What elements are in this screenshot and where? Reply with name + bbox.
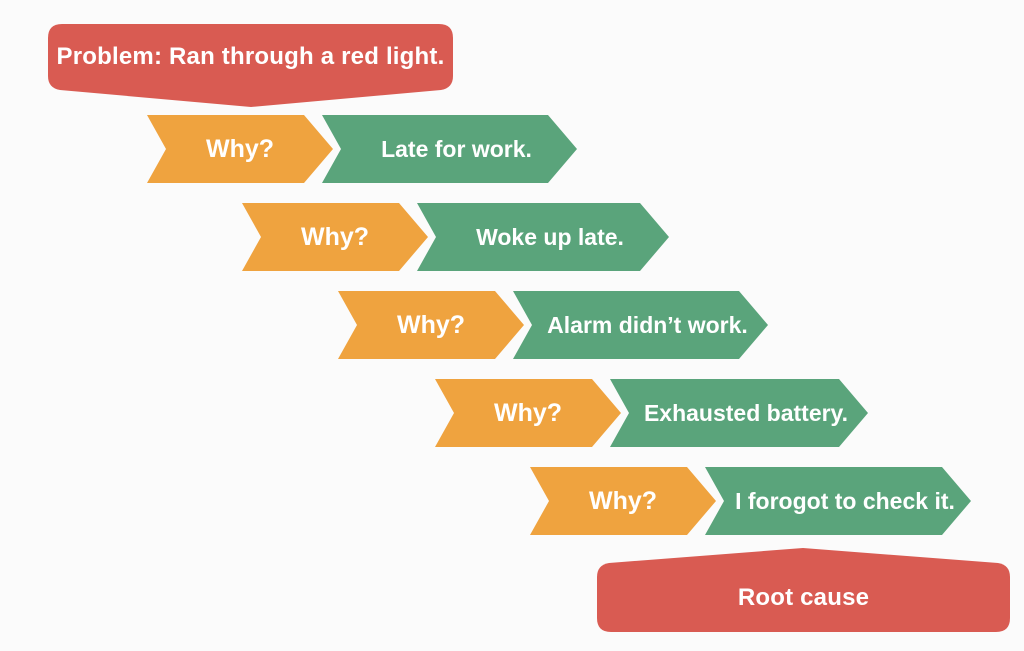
why-chevron: Why?: [147, 115, 333, 183]
answer-label: Alarm didn’t work.: [547, 311, 748, 338]
answer-chevron: Late for work.: [322, 115, 577, 183]
why-chevron: Why?: [530, 467, 716, 535]
why-label: Why?: [396, 310, 466, 339]
why-chevron: Why?: [242, 203, 428, 271]
why-chevron: Why?: [338, 291, 524, 359]
root-cause-banner-label: Root cause: [737, 583, 870, 611]
answer-label: Late for work.: [381, 135, 532, 162]
why-label: Why?: [493, 398, 563, 427]
why-label: Why?: [588, 486, 658, 515]
answer-chevron: Exhausted battery.: [610, 379, 868, 447]
root-cause-banner-shape: [597, 548, 1010, 632]
root-cause-banner: Root cause: [597, 548, 1010, 632]
answer-chevron: Woke up late.: [417, 203, 669, 271]
answer-chevron: Alarm didn’t work.: [513, 291, 768, 359]
problem-banner-label: Problem: Ran through a red light.: [56, 43, 445, 70]
answer-label: Woke up late.: [476, 223, 624, 250]
answer-label: Exhausted battery.: [643, 399, 849, 426]
answer-label: I forogot to check it.: [735, 487, 955, 514]
problem-banner-shape: [48, 24, 453, 107]
problem-banner: Problem: Ran through a red light.: [48, 24, 453, 107]
why-label: Why?: [300, 222, 370, 251]
why-label: Why?: [205, 134, 275, 163]
answer-chevron: I forogot to check it.: [705, 467, 971, 535]
why-chevron: Why?: [435, 379, 621, 447]
